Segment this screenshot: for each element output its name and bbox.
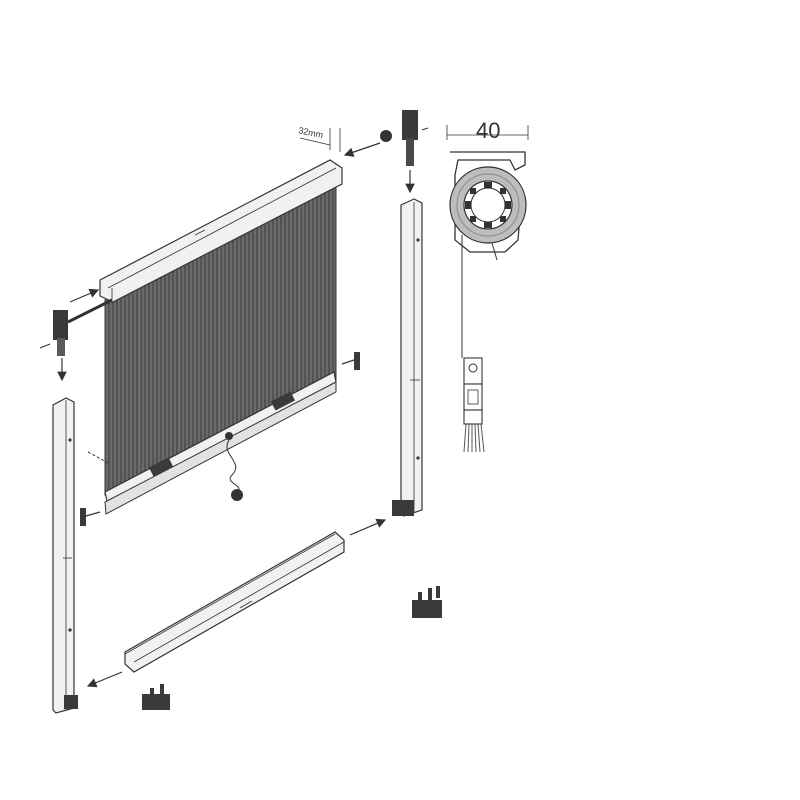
- cassette-cross-section: 40: [446, 118, 529, 358]
- right-guide-rail: [392, 198, 423, 517]
- cassette-depth-dimension: 32mm: [298, 125, 341, 152]
- left-end-bracket: [39, 288, 113, 382]
- right-end-bracket: [343, 110, 429, 194]
- assembly-arrows: [86, 518, 387, 688]
- end-clip-right: [412, 586, 442, 618]
- end-clip-left: [142, 684, 170, 710]
- bottom-bar: [104, 371, 337, 515]
- bottom-bar-profile: [463, 357, 485, 453]
- side-bracket-right: [341, 352, 360, 370]
- left-guide-rail: [52, 397, 78, 714]
- side-bracket-left: [80, 451, 111, 526]
- bottom-threshold-rail: [124, 531, 345, 673]
- top-cassette: [99, 159, 343, 303]
- cassette-depth-label: 32mm: [298, 125, 325, 140]
- cassette-width-label: 40: [476, 118, 500, 143]
